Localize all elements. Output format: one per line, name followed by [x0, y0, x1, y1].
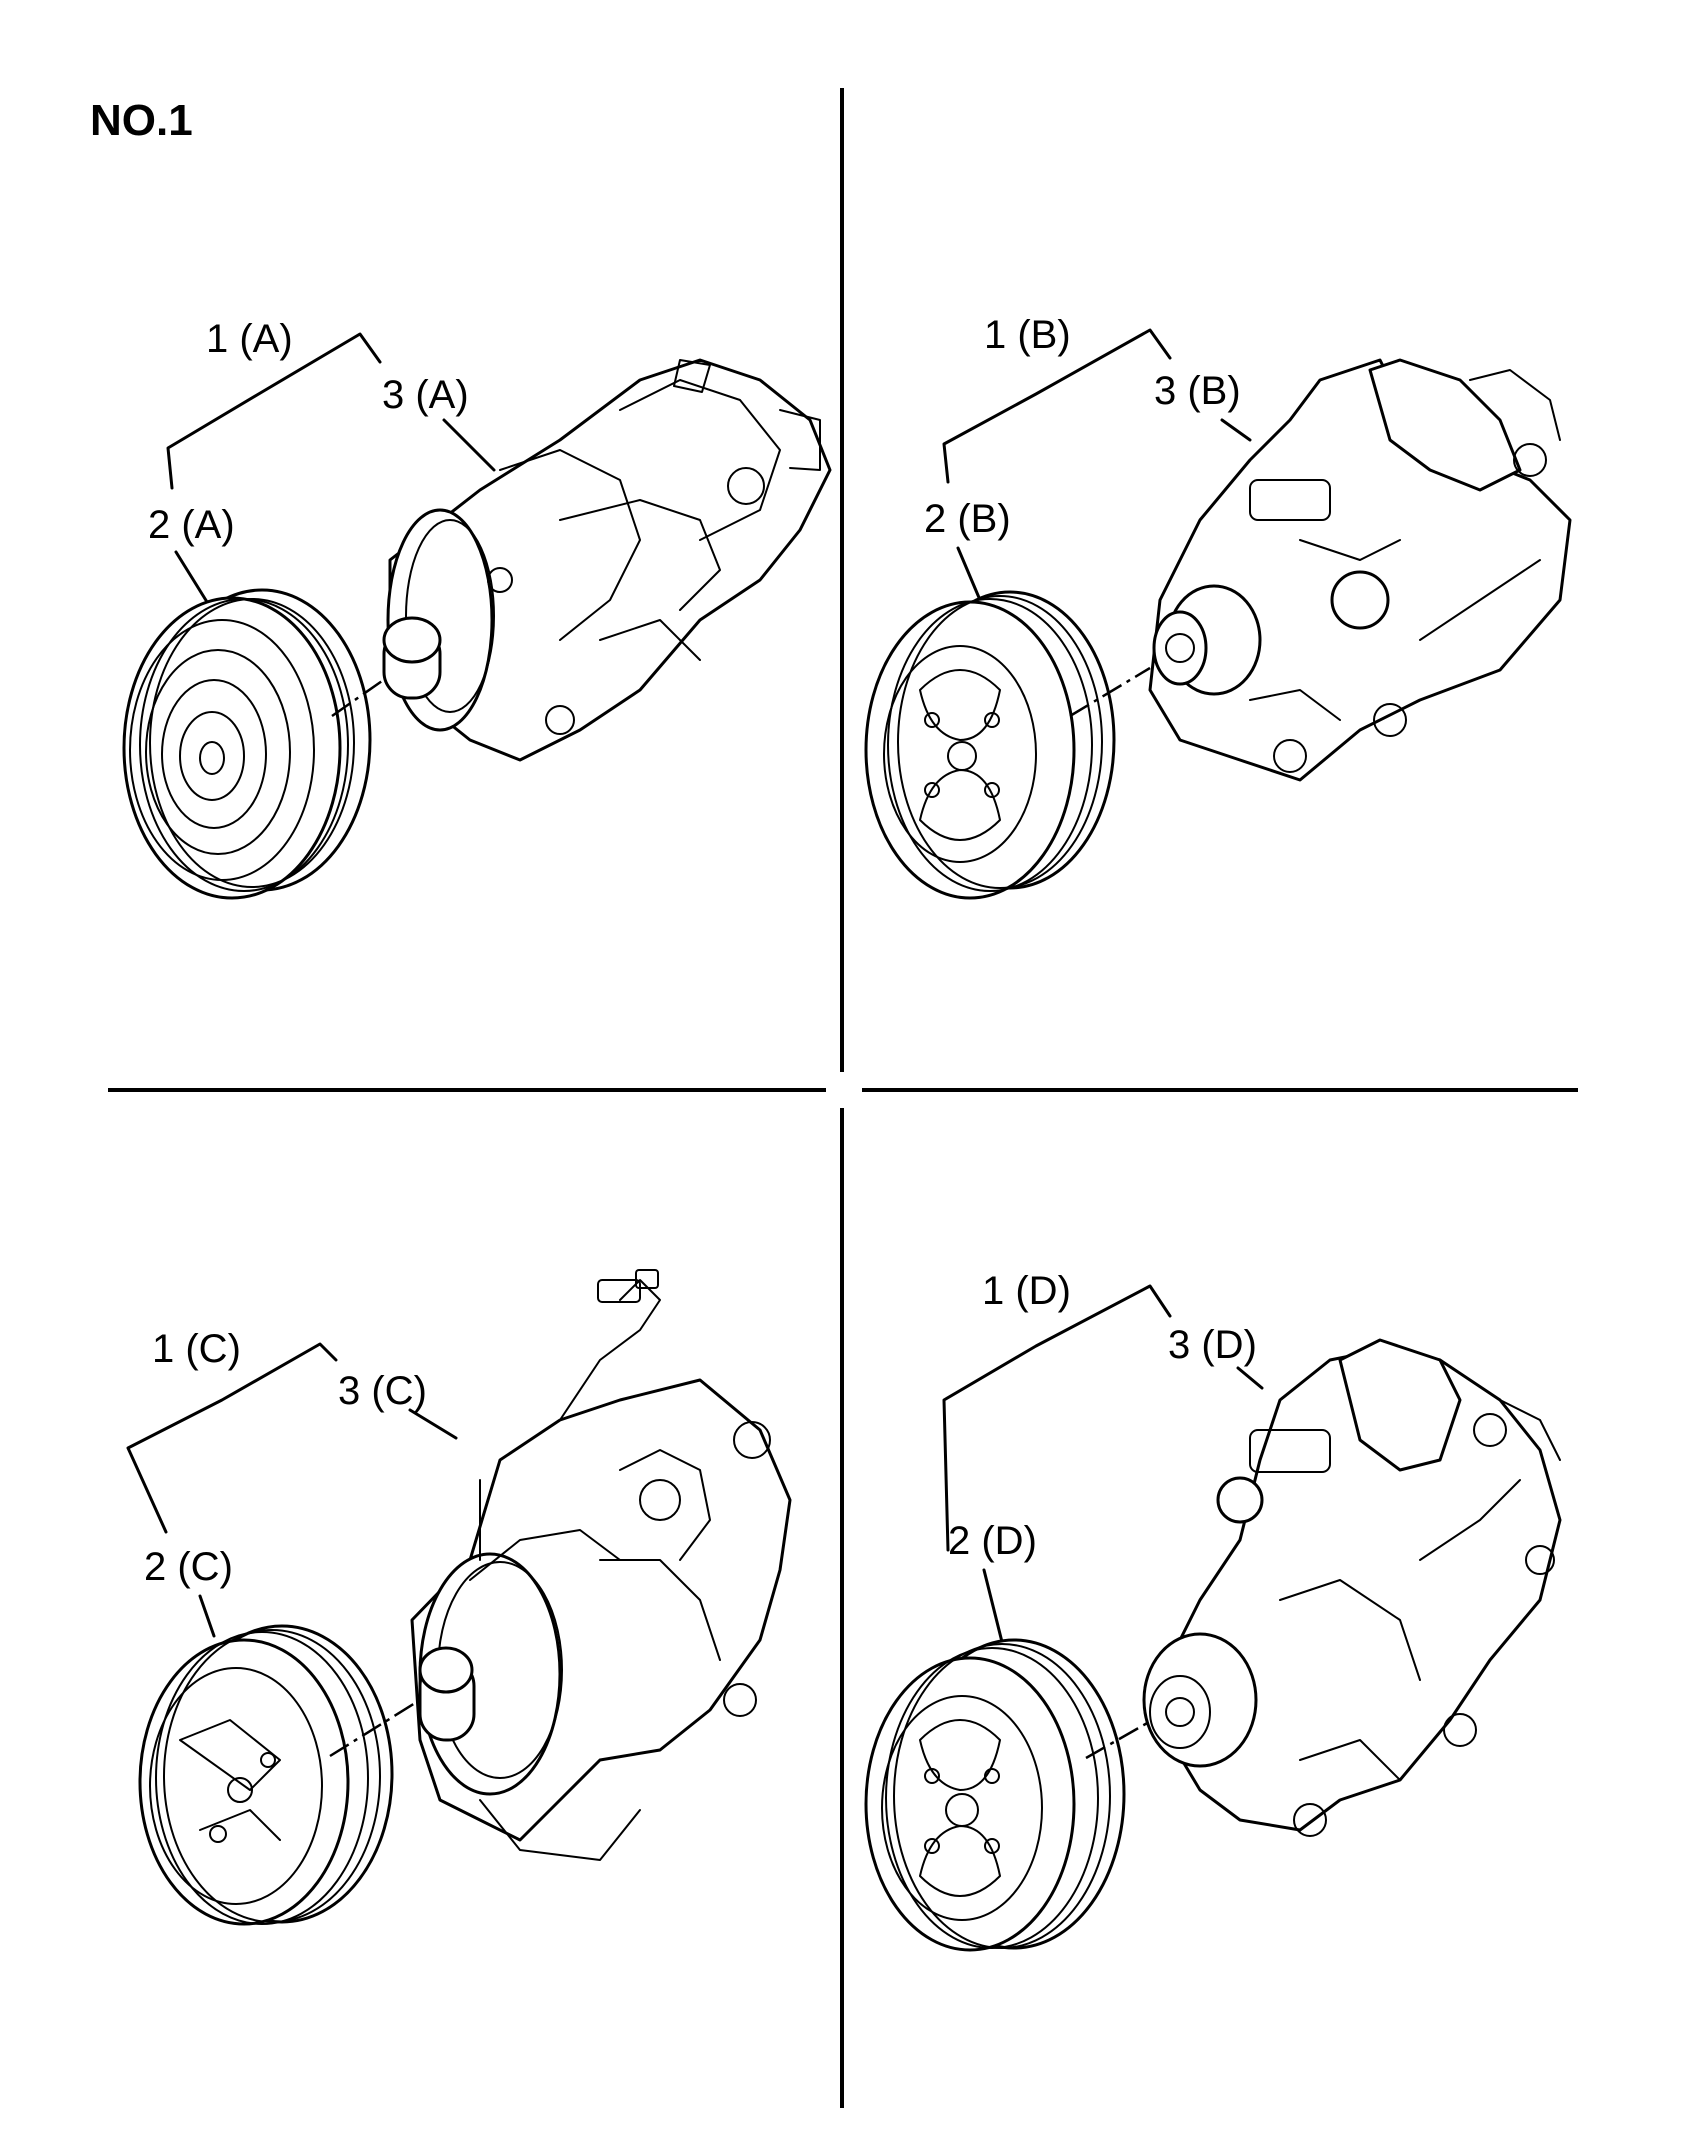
pulley-d: [864, 1638, 1126, 1952]
axis-line-c: [329, 1698, 421, 1758]
label-1d: 1 (D): [982, 1269, 1071, 1313]
leader-2a: [174, 550, 214, 612]
pulley-c: [138, 1624, 394, 1926]
panel-d: 1 (D) 3 (D) 2 (D): [864, 1269, 1562, 1952]
sheet-title: NO.1: [90, 96, 193, 145]
callout-bracket-d: [942, 1284, 1172, 1552]
label-3c: 3 (C): [338, 1369, 427, 1413]
compressor-d: [1142, 1338, 1562, 1837]
pulley-b: [864, 590, 1116, 900]
compressor-c: [410, 1269, 792, 1861]
label-3a: 3 (A): [382, 373, 469, 417]
panel-a: 1 (A) 3 (A) 2 (A): [122, 317, 832, 900]
leader-3c: [408, 1408, 458, 1440]
axis-line-b: [1069, 666, 1151, 718]
leader-2c: [198, 1594, 216, 1638]
label-1c: 1 (C): [152, 1327, 241, 1371]
panel-c: 1 (C) 3 (C) 2 (C): [126, 1269, 792, 1926]
label-1b: 1 (B): [984, 313, 1071, 357]
callout-bracket-a: [166, 332, 382, 490]
compressor-a: [382, 358, 832, 762]
callout-bracket-b: [942, 328, 1172, 484]
label-2c: 2 (C): [144, 1545, 233, 1589]
label-1a: 1 (A): [206, 317, 293, 361]
leader-2b: [956, 546, 982, 602]
leader-3a: [442, 418, 496, 472]
pulley-a: [122, 588, 372, 900]
label-2b: 2 (B): [924, 497, 1011, 541]
leader-3b: [1220, 418, 1252, 442]
leader-2d: [982, 1568, 1004, 1644]
leader-3d: [1236, 1366, 1264, 1390]
label-3b: 3 (B): [1154, 369, 1241, 413]
panel-b: 1 (B) 3 (B) 2 (B): [864, 313, 1572, 900]
label-2a: 2 (A): [148, 503, 235, 547]
callout-bracket-c: [126, 1342, 338, 1534]
label-2d: 2 (D): [948, 1519, 1037, 1563]
label-3d: 3 (D): [1168, 1323, 1257, 1367]
compressor-b: [1148, 358, 1572, 782]
